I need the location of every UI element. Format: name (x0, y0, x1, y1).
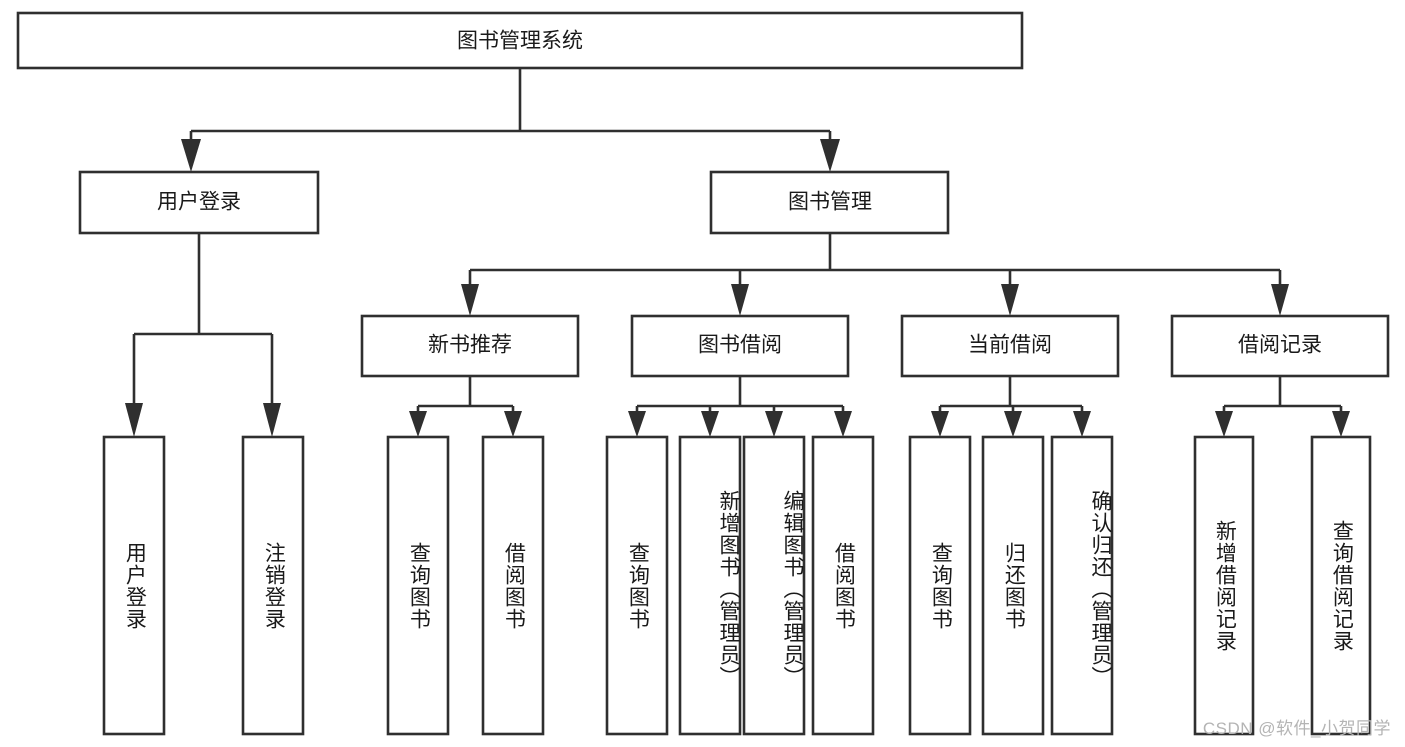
connector-group-new-book-recommend (409, 376, 522, 437)
arrow-icon-leaf-query-book-3 (931, 411, 949, 437)
node-book-manage-label: 图书管理 (788, 191, 872, 214)
node-book-manage[interactable]: 图书管理 (709, 170, 950, 235)
leaf-box-add-book[interactable] (678, 435, 742, 736)
arrow-icon-to-borrow-record (1271, 284, 1289, 316)
node-borrow-record-label: 借阅记录 (1238, 334, 1322, 357)
arrow-icon-leaf-user-login (125, 403, 143, 437)
arrow-icon-leaf-add-record (1215, 411, 1233, 437)
arrow-icon-leaf-add-book (701, 411, 719, 437)
node-user-login-label: 用户登录 (157, 191, 241, 214)
node-user-login-box[interactable] (78, 170, 320, 235)
leaf-box-group (102, 435, 1372, 736)
connector-group-borrow-record (1215, 376, 1350, 437)
arrow-icon-to-current-borrow (1001, 284, 1019, 316)
node-new-book-recommend[interactable]: 新书推荐 (360, 314, 580, 378)
arrow-icon-leaf-query-record (1332, 411, 1350, 437)
leaf-box-borrow-book-2[interactable] (811, 435, 875, 736)
arrow-icon-leaf-edit-book (765, 411, 783, 437)
node-borrow-record[interactable]: 借阅记录 (1170, 314, 1390, 378)
node-current-borrow-box[interactable] (900, 314, 1120, 378)
leaf-box-add-record[interactable] (1193, 435, 1255, 736)
connector-group-book-borrow (628, 376, 852, 437)
arrow-icon-leaf-return-book (1004, 411, 1022, 437)
node-book-borrow-box[interactable] (630, 314, 850, 378)
leaf-box-query-book-3[interactable] (908, 435, 972, 736)
leaf-box-borrow-book-1[interactable] (481, 435, 545, 736)
arrow-icon-leaf-query-book-2 (628, 411, 646, 437)
node-book-borrow-label: 图书借阅 (698, 334, 782, 357)
node-user-login[interactable]: 用户登录 (78, 170, 320, 235)
node-current-borrow-label: 当前借阅 (968, 334, 1052, 357)
node-root[interactable]: 图书管理系统 (16, 11, 1024, 70)
leaf-box-edit-book[interactable] (742, 435, 806, 736)
connector-group-book-manage (461, 233, 1289, 316)
leaf-box-query-record[interactable] (1310, 435, 1372, 736)
connector-group-root (181, 68, 840, 172)
csdn-watermark: CSDN @软件_小贺同学 (1202, 719, 1391, 738)
arrow-icon-to-new-book-recommend (461, 284, 479, 316)
arrow-icon-leaf-query-book-1 (409, 411, 427, 437)
node-root-box[interactable] (16, 11, 1024, 70)
node-root-label: 图书管理系统 (457, 30, 583, 53)
connector-group-current-borrow (931, 376, 1091, 437)
leaf-box-logout-login[interactable] (241, 435, 305, 736)
arrow-icon-leaf-logout-login (263, 403, 281, 437)
leaf-box-confirm-return[interactable] (1050, 435, 1114, 736)
arrow-icon-leaf-confirm-return (1073, 411, 1091, 437)
arrow-icon-to-book-manage (820, 139, 840, 172)
leaf-box-user-login[interactable] (102, 435, 166, 736)
node-new-book-recommend-box[interactable] (360, 314, 580, 378)
leaf-box-query-book-2[interactable] (605, 435, 669, 736)
arrow-icon-leaf-borrow-book-1 (504, 411, 522, 437)
node-borrow-record-box[interactable] (1170, 314, 1390, 378)
arrow-icon-to-user-login (181, 139, 201, 172)
node-book-manage-box[interactable] (709, 170, 950, 235)
arrow-icon-to-book-borrow (731, 284, 749, 316)
arrow-icon-leaf-borrow-book-2 (834, 411, 852, 437)
node-book-borrow[interactable]: 图书借阅 (630, 314, 850, 378)
leaf-box-return-book[interactable] (981, 435, 1045, 736)
leaf-box-query-book-1[interactable] (386, 435, 450, 736)
connector-group-user-login (125, 233, 281, 437)
node-new-book-recommend-label: 新书推荐 (428, 334, 512, 357)
node-current-borrow[interactable]: 当前借阅 (900, 314, 1120, 378)
